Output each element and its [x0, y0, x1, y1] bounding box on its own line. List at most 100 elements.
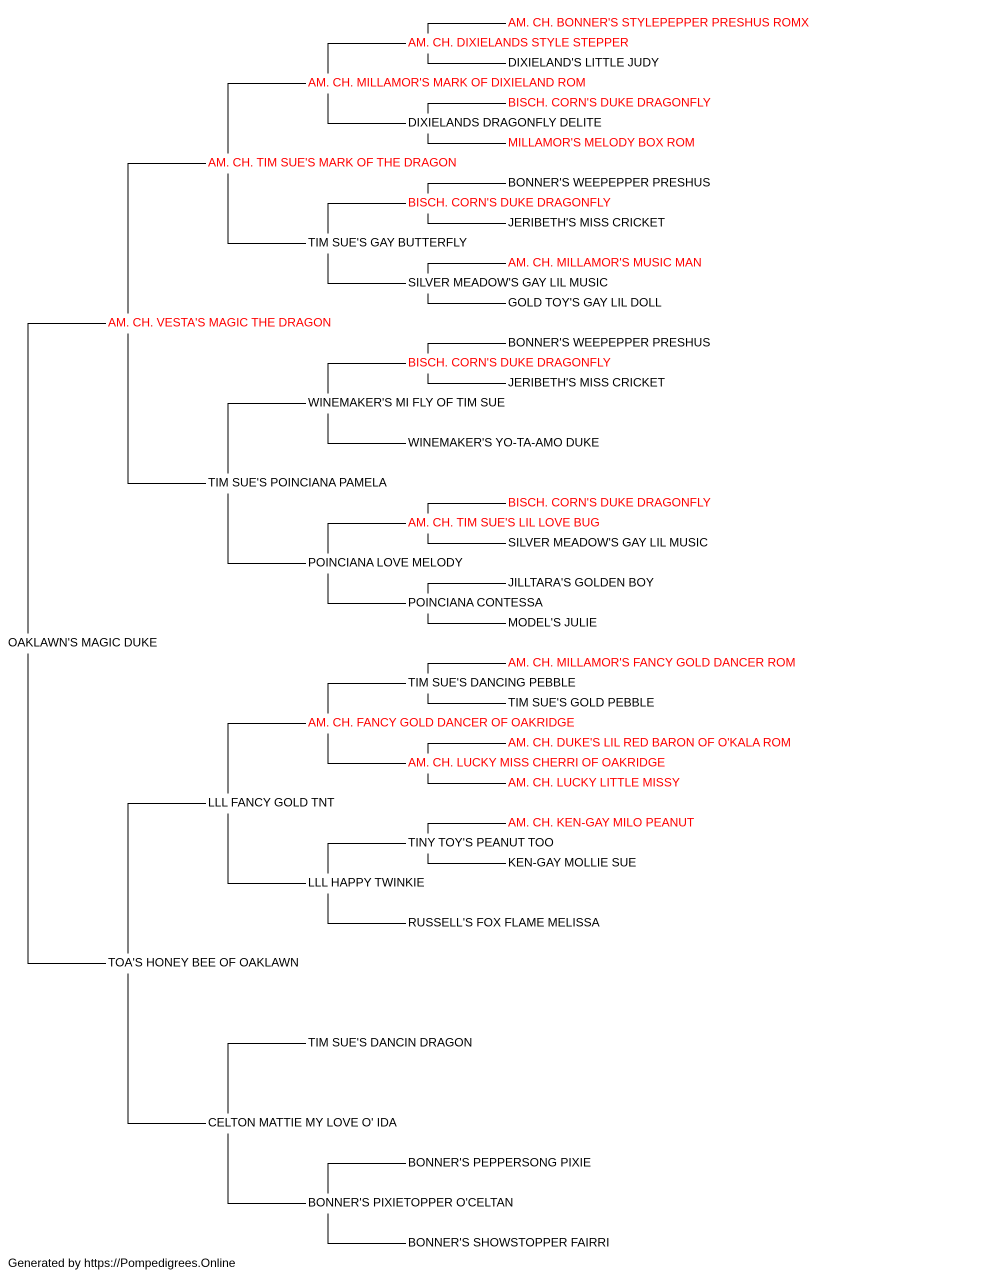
generated-by-footer: Generated by https://Pompedigrees.Online	[8, 1256, 236, 1270]
dog-name-ken-gay-mollie-sue: KEN-GAY MOLLIE SUE	[508, 856, 636, 870]
dog-name-am-ch-dixielands-style-stepper: AM. CH. DIXIELANDS STYLE STEPPER	[408, 36, 629, 50]
dog-name-lll-fancy-gold-tnt: LLL FANCY GOLD TNT	[208, 796, 335, 810]
dog-name-bisch-corn-s-duke-dragonfly: BISCH. CORN'S DUKE DRAGONFLY	[408, 356, 611, 370]
dog-name-jeribeth-s-miss-cricket: JERIBETH'S MISS CRICKET	[508, 216, 666, 230]
dam-connector	[327, 573, 406, 604]
sire-connector	[327, 43, 406, 74]
sire-connector	[427, 583, 506, 594]
sire-connector	[427, 103, 506, 114]
dog-name-am-ch-lucky-miss-cherri-of-oakridge: AM. CH. LUCKY MISS CHERRI OF OAKRIDGE	[408, 756, 665, 770]
dam-connector	[327, 1213, 406, 1244]
sire-connector	[427, 343, 506, 354]
sire-connector	[327, 363, 406, 394]
dog-name-bonner-s-pixietopper-o-celtan: BONNER'S PIXIETOPPER O'CELTAN	[308, 1196, 513, 1210]
sire-connector	[327, 1163, 406, 1194]
dam-connector	[427, 773, 506, 784]
dam-connector	[327, 93, 406, 124]
sire-connector	[327, 203, 406, 234]
dam-connector	[427, 133, 506, 144]
sire-connector	[227, 83, 306, 154]
dog-name-bonner-s-showstopper-fairri: BONNER'S SHOWSTOPPER FAIRRI	[408, 1236, 609, 1250]
dam-connector	[427, 213, 506, 224]
sire-connector	[427, 663, 506, 674]
dog-name-dixielands-dragonfly-delite: DIXIELANDS DRAGONFLY DELITE	[408, 116, 602, 130]
dog-name-tim-sue-s-gold-pebble: TIM SUE'S GOLD PEBBLE	[508, 696, 654, 710]
dam-connector	[427, 53, 506, 64]
dog-name-am-ch-ken-gay-milo-peanut: AM. CH. KEN-GAY MILO PEANUT	[508, 816, 695, 830]
sire-connector	[427, 503, 506, 514]
sire-connector	[427, 23, 506, 34]
dam-connector	[427, 693, 506, 704]
dog-name-am-ch-vesta-s-magic-the-dragon: AM. CH. VESTA'S MAGIC THE DRAGON	[108, 316, 331, 330]
dog-name-jilltara-s-golden-boy: JILLTARA'S GOLDEN BOY	[508, 576, 654, 590]
dog-name-tiny-toy-s-peanut-too: TINY TOY'S PEANUT TOO	[408, 836, 554, 850]
sire-connector	[227, 403, 306, 474]
dam-connector	[327, 413, 406, 444]
sire-connector	[427, 823, 506, 834]
dam-connector	[327, 253, 406, 284]
dam-connector	[227, 1133, 306, 1204]
pedigree-tree: OAKLAWN'S MAGIC DUKE AM. CH. VESTA'S MAGI…	[8, 16, 809, 1250]
dog-name-bisch-corn-s-duke-dragonfly: BISCH. CORN'S DUKE DRAGONFLY	[508, 496, 711, 510]
sire-connector	[327, 843, 406, 874]
dog-name-tim-sue-s-dancing-pebble: TIM SUE'S DANCING PEBBLE	[408, 676, 576, 690]
dam-connector	[227, 493, 306, 564]
dog-name-tim-sue-s-gay-butterfly: TIM SUE'S GAY BUTTERFLY	[308, 236, 467, 250]
sire-connector	[327, 523, 406, 554]
dog-name-am-ch-fancy-gold-dancer-of-oakridge: AM. CH. FANCY GOLD DANCER OF OAKRIDGE	[308, 716, 574, 730]
dog-name-bisch-corn-s-duke-dragonfly: BISCH. CORN'S DUKE DRAGONFLY	[408, 196, 611, 210]
dog-name-lll-happy-twinkie: LLL HAPPY TWINKIE	[308, 876, 425, 890]
sire-connector	[427, 263, 506, 274]
dog-name-celton-mattie-my-love-o-ida: CELTON MATTIE MY LOVE O' IDA	[208, 1116, 397, 1130]
dog-name-oaklawn-s-magic-duke: OAKLAWN'S MAGIC DUKE	[8, 636, 157, 650]
dog-name-winemaker-s-yo-ta-amo-duke: WINEMAKER'S YO-TA-AMO DUKE	[408, 436, 599, 450]
dam-connector	[427, 293, 506, 304]
dog-name-silver-meadow-s-gay-lil-music: SILVER MEADOW'S GAY LIL MUSIC	[508, 536, 708, 550]
dog-name-tim-sue-s-poinciana-pamela: TIM SUE'S POINCIANA PAMELA	[208, 476, 387, 490]
dog-name-am-ch-bonner-s-stylepepper-preshus-romx: AM. CH. BONNER'S STYLEPEPPER PRESHUS ROM…	[508, 16, 809, 30]
sire-connector	[227, 1043, 306, 1114]
dog-name-winemaker-s-mi-fly-of-tim-sue: WINEMAKER'S MI FLY OF TIM SUE	[308, 396, 505, 410]
dog-name-gold-toy-s-gay-lil-doll: GOLD TOY'S GAY LIL DOLL	[508, 296, 662, 310]
dam-connector	[427, 853, 506, 864]
dog-name-am-ch-tim-sue-s-mark-of-the-dragon: AM. CH. TIM SUE'S MARK OF THE DRAGON	[208, 156, 457, 170]
dam-connector	[127, 973, 206, 1124]
dog-name-dixieland-s-little-judy: DIXIELAND'S LITTLE JUDY	[508, 56, 659, 70]
dog-name-bisch-corn-s-duke-dragonfly: BISCH. CORN'S DUKE DRAGONFLY	[508, 96, 711, 110]
dog-name-bonner-s-peppersong-pixie: BONNER'S PEPPERSONG PIXIE	[408, 1156, 591, 1170]
dam-connector	[27, 653, 106, 964]
dam-connector	[227, 173, 306, 244]
dog-name-bonner-s-weepepper-preshus: BONNER'S WEEPEPPER PRESHUS	[508, 336, 710, 350]
dog-name-russell-s-fox-flame-melissa: RUSSELL'S FOX FLAME MELISSA	[408, 916, 600, 930]
sire-connector	[427, 183, 506, 194]
dog-name-tim-sue-s-dancin-dragon: TIM SUE'S DANCIN DRAGON	[308, 1036, 472, 1050]
dog-name-silver-meadow-s-gay-lil-music: SILVER MEADOW'S GAY LIL MUSIC	[408, 276, 608, 290]
dog-name-am-ch-millamor-s-mark-of-dixieland-rom: AM. CH. MILLAMOR'S MARK OF DIXIELAND ROM	[308, 76, 586, 90]
dog-name-jeribeth-s-miss-cricket: JERIBETH'S MISS CRICKET	[508, 376, 666, 390]
dog-name-millamor-s-melody-box-rom: MILLAMOR'S MELODY BOX ROM	[508, 136, 695, 150]
dog-name-am-ch-lucky-little-missy: AM. CH. LUCKY LITTLE MISSY	[508, 776, 680, 790]
dam-connector	[127, 333, 206, 484]
dam-connector	[327, 893, 406, 924]
dog-name-am-ch-millamor-s-music-man: AM. CH. MILLAMOR'S MUSIC MAN	[508, 256, 702, 270]
dog-name-toa-s-honey-bee-of-oaklawn: TOA'S HONEY BEE OF OAKLAWN	[108, 956, 299, 970]
dam-connector	[227, 813, 306, 884]
dam-connector	[427, 533, 506, 544]
dog-name-poinciana-love-melody: POINCIANA LOVE MELODY	[308, 556, 463, 570]
sire-connector	[127, 163, 206, 314]
sire-connector	[227, 723, 306, 794]
dam-connector	[327, 733, 406, 764]
sire-connector	[327, 683, 406, 714]
dog-name-am-ch-duke-s-lil-red-baron-of-o-kala-rom: AM. CH. DUKE'S LIL RED BARON OF O'KALA R…	[508, 736, 791, 750]
sire-connector	[127, 803, 206, 954]
sire-connector	[27, 323, 106, 634]
dog-name-poinciana-contessa: POINCIANA CONTESSA	[408, 596, 543, 610]
dog-name-am-ch-millamor-s-fancy-gold-dancer-rom: AM. CH. MILLAMOR'S FANCY GOLD DANCER ROM	[508, 656, 795, 670]
dog-name-am-ch-tim-sue-s-lil-love-bug: AM. CH. TIM SUE'S LIL LOVE BUG	[408, 516, 600, 530]
dog-name-model-s-julie: MODEL'S JULIE	[508, 616, 597, 630]
sire-connector	[427, 743, 506, 754]
dam-connector	[427, 373, 506, 384]
dam-connector	[427, 613, 506, 624]
dog-name-bonner-s-weepepper-preshus: BONNER'S WEEPEPPER PRESHUS	[508, 176, 710, 190]
